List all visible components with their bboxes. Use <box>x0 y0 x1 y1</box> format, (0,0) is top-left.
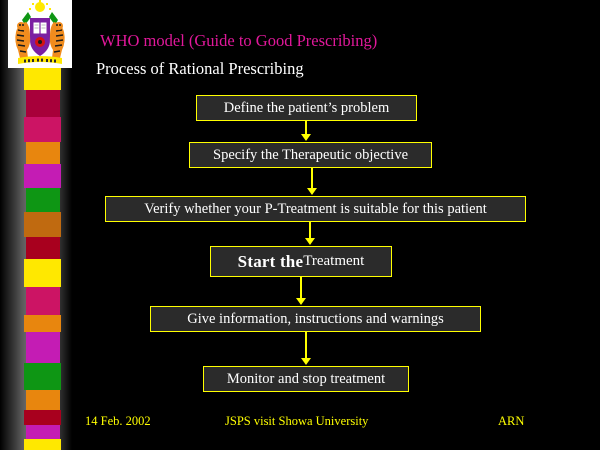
arrow-head <box>305 238 315 245</box>
slide-title: WHO model (Guide to Good Prescribing) <box>100 31 378 50</box>
color-band-15 <box>26 425 60 439</box>
arrow-stem <box>300 277 302 299</box>
arrow-stem <box>305 121 307 135</box>
arrow-head <box>301 358 311 365</box>
color-band-16 <box>24 439 61 450</box>
flow-step-label: Verify whether your P-Treatment is suita… <box>144 200 487 217</box>
flow-arrow-1 <box>299 121 313 142</box>
flow-step-label: Give information, instructions and warni… <box>187 310 444 327</box>
flow-arrow-2 <box>305 168 319 196</box>
flow-arrow-5 <box>299 332 313 366</box>
color-band-3 <box>26 142 60 164</box>
flow-arrow-4 <box>294 277 308 306</box>
color-band-5 <box>26 188 60 212</box>
flow-step-monitor-stop[interactable]: Monitor and stop treatment <box>203 366 409 392</box>
slide-subtitle: Process of Rational Prescribing <box>96 59 304 78</box>
flow-step-start-treatment[interactable]: Start the Treatment <box>210 246 392 277</box>
flow-arrow-3 <box>303 222 317 246</box>
flow-step-give-information[interactable]: Give information, instructions and warni… <box>150 306 481 332</box>
color-band-13 <box>26 390 60 410</box>
arrow-stem <box>305 332 307 359</box>
color-band-7 <box>26 237 60 259</box>
color-band-11 <box>26 332 60 363</box>
color-band-4 <box>24 164 61 188</box>
flow-step-label: Specify the Therapeutic objective <box>213 146 408 163</box>
vertical-color-bar <box>0 0 72 450</box>
arrow-stem <box>311 168 313 189</box>
flow-step-therapeutic-objective[interactable]: Specify the Therapeutic objective <box>189 142 432 168</box>
color-band-12 <box>24 363 61 390</box>
flow-step-label-rest: Treatment <box>303 253 365 269</box>
color-band-8 <box>24 259 61 287</box>
color-band-1 <box>26 90 60 117</box>
flow-step-label: Monitor and stop treatment <box>226 370 386 387</box>
footer-date: 14 Feb. 2002 <box>85 414 151 428</box>
flow-step-verify-p-treatment[interactable]: Verify whether your P-Treatment is suita… <box>105 196 526 222</box>
arrow-head <box>301 134 311 141</box>
flow-step-label-bold: Start the <box>237 252 304 271</box>
arrow-stem <box>309 222 311 239</box>
color-band-0 <box>24 66 61 90</box>
flow-step-label: Define the patient’s problem <box>223 99 390 116</box>
color-band-9 <box>26 287 60 315</box>
arrow-head <box>307 188 317 195</box>
coat-of-arms-logo <box>8 0 72 68</box>
color-band-10 <box>24 315 61 332</box>
footer-event: JSPS visit Showa University <box>225 414 369 428</box>
footer-author: ARN <box>498 414 525 428</box>
color-band-6 <box>24 212 61 237</box>
arrow-head <box>296 298 306 305</box>
color-band-14 <box>24 410 61 425</box>
flow-step-define-problem[interactable]: Define the patient’s problem <box>196 95 417 121</box>
color-band-2 <box>24 117 61 142</box>
